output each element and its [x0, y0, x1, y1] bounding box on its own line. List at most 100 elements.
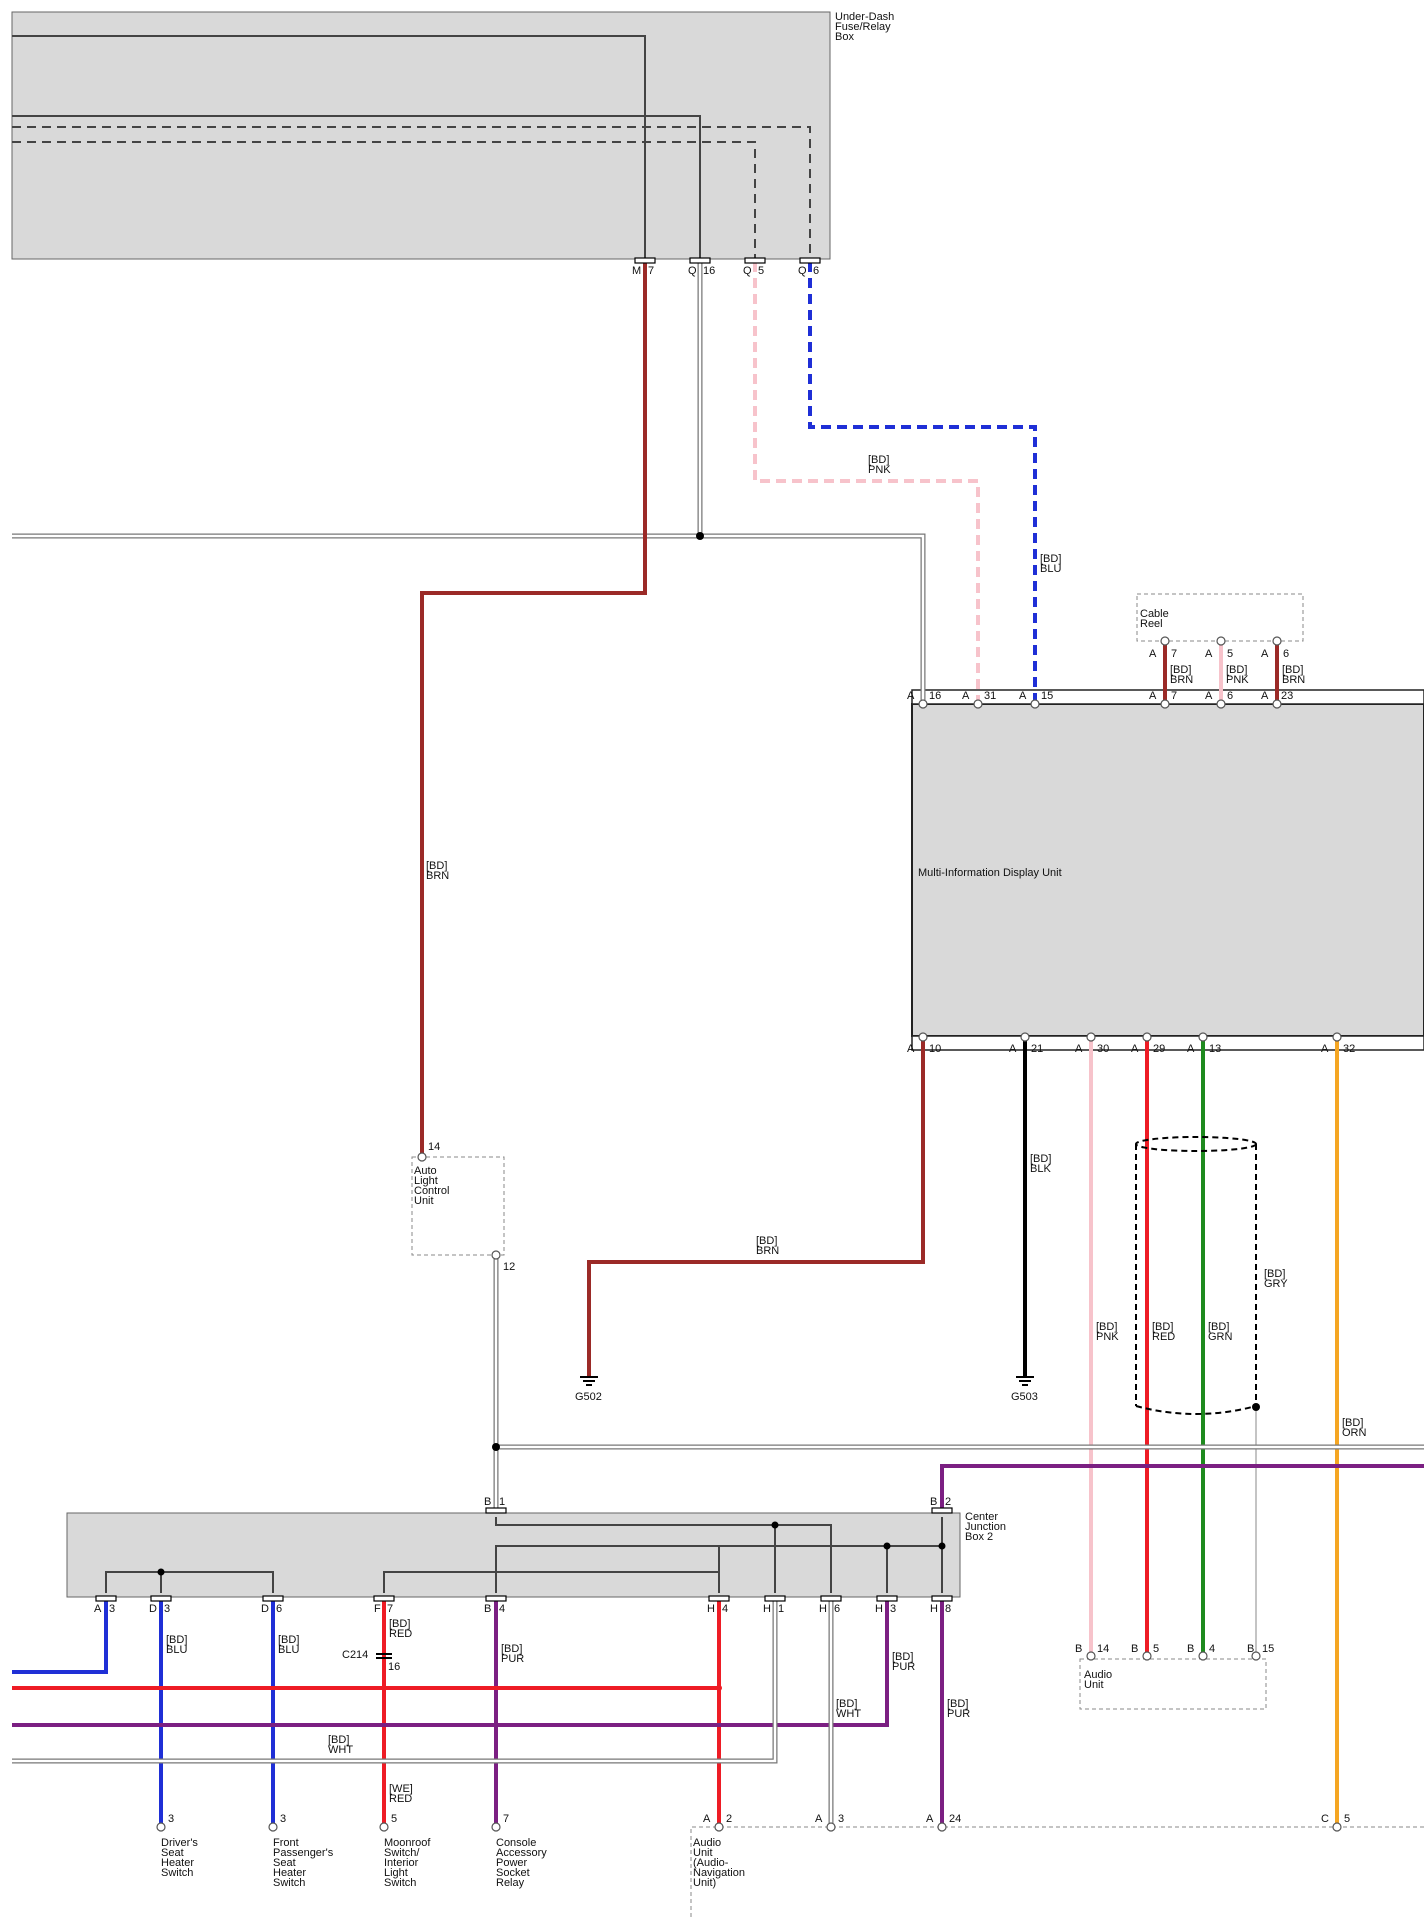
- svg-text:13: 13: [1209, 1043, 1221, 1055]
- svg-text:7: 7: [648, 265, 654, 277]
- svg-text:24: 24: [949, 1813, 961, 1825]
- svg-text:7: 7: [1171, 648, 1177, 660]
- under-dash-fuse-relay-box[interactable]: [11, 11, 831, 260]
- svg-text:4: 4: [1209, 1643, 1215, 1655]
- fusebox-internal-q5-dashed: [12, 141, 756, 259]
- svg-text:7: 7: [1171, 690, 1177, 702]
- svg-text:15: 15: [1262, 1643, 1274, 1655]
- blu-wire-a3: [12, 1597, 108, 1674]
- wire-label-jb-pur-h8: [BD]PUR: [947, 1698, 970, 1720]
- drivers-seat-label: Driver's Seat Heater Switch: [161, 1837, 201, 1879]
- audio-unit-small[interactable]: [1079, 1658, 1267, 1710]
- wht-wire-q16: [12, 259, 926, 700]
- svg-text:Q: Q: [798, 265, 807, 277]
- wire-label-cr-pnk: [BD]PNK: [1226, 664, 1249, 686]
- wire-label-orn: [BD]ORN: [1342, 1417, 1367, 1439]
- svg-text:H: H: [819, 1603, 827, 1615]
- svg-text:Q: Q: [688, 265, 697, 277]
- auto-light-control-unit[interactable]: [411, 1156, 505, 1256]
- svg-text:A: A: [926, 1813, 934, 1825]
- gry-shield: [1135, 1136, 1257, 1652]
- svg-text:16: 16: [929, 690, 941, 702]
- svg-text:23: 23: [1281, 690, 1293, 702]
- auto-light-label: Auto Light Control Unit: [414, 1165, 453, 1207]
- wire-label-we-red: [WE]RED: [389, 1783, 413, 1805]
- jb-splice-1: [771, 1521, 779, 1529]
- svg-text:3: 3: [168, 1813, 174, 1825]
- svg-text:15: 15: [1041, 690, 1053, 702]
- c214-connector: [376, 1653, 392, 1659]
- wire-label-cr-brn1: [BD]BRN: [1170, 664, 1193, 686]
- svg-text:B: B: [484, 1603, 491, 1615]
- svg-text:7: 7: [387, 1603, 393, 1615]
- ground-g503-symbol: [1016, 1376, 1034, 1386]
- svg-text:A: A: [1205, 648, 1213, 660]
- wire-label-pnk-audio: [BD]PNK: [1096, 1321, 1119, 1343]
- console-relay-label: Console Accessory Power Socket Relay: [496, 1837, 550, 1889]
- pnk-wire-q5: [753, 262, 980, 700]
- svg-text:4: 4: [499, 1603, 505, 1615]
- svg-text:3: 3: [890, 1603, 896, 1615]
- jb-splice-4: [157, 1568, 165, 1576]
- multi-information-display-unit[interactable]: [911, 703, 1424, 1037]
- pur-wire-b2: [940, 1464, 1424, 1509]
- wire-label-jb-red: [BD]RED: [389, 1618, 412, 1640]
- svg-text:5: 5: [1227, 648, 1233, 660]
- svg-text:31: 31: [984, 690, 996, 702]
- svg-text:B: B: [484, 1496, 491, 1508]
- wire-label-blk: [BD]BLK: [1030, 1153, 1051, 1175]
- svg-text:A: A: [1205, 690, 1213, 702]
- svg-text:A: A: [1261, 690, 1269, 702]
- fusebox-internal-q16: [12, 115, 701, 259]
- wht-wire-alcu-12: [493, 1255, 1424, 1513]
- svg-text:14: 14: [1097, 1643, 1109, 1655]
- svg-text:8: 8: [945, 1603, 951, 1615]
- svg-text:A: A: [815, 1813, 823, 1825]
- front-pass-seat-label: Front Passenger's Seat Heater Switch: [273, 1837, 336, 1889]
- svg-text:A: A: [703, 1813, 711, 1825]
- svg-text:29: 29: [1153, 1043, 1165, 1055]
- fusebox-internal-m7: [12, 35, 646, 259]
- svg-text:14: 14: [428, 1141, 440, 1153]
- svg-text:A: A: [907, 690, 915, 702]
- svg-text:1: 1: [499, 1496, 505, 1508]
- svg-text:B: B: [1187, 1643, 1194, 1655]
- center-junction-box-2[interactable]: [66, 1512, 961, 1598]
- svg-text:A: A: [1149, 648, 1157, 660]
- svg-text:16: 16: [388, 1661, 400, 1673]
- svg-text:3: 3: [164, 1603, 170, 1615]
- svg-text:M: M: [632, 265, 641, 277]
- blu-wire-q6: [808, 262, 1037, 700]
- wire-label-pnk-top: [BD]PNK: [868, 454, 891, 476]
- brn-wire-a10: [587, 1041, 925, 1377]
- svg-text:A: A: [1075, 1043, 1083, 1055]
- svg-text:B: B: [1247, 1643, 1254, 1655]
- audio-navigation-unit[interactable]: [690, 1826, 1424, 1918]
- wire-label-brn-g502: [BD]BRN: [756, 1235, 779, 1257]
- svg-text:6: 6: [1283, 648, 1289, 660]
- svg-text:21: 21: [1031, 1043, 1043, 1055]
- svg-text:2: 2: [945, 1496, 951, 1508]
- wire-label-grn-audio: [BD]GRN: [1208, 1321, 1233, 1343]
- pur-wire-h3: [12, 1597, 889, 1727]
- wire-label-cr-brn2: [BD]BRN: [1282, 664, 1305, 686]
- svg-text:A: A: [907, 1043, 915, 1055]
- svg-text:C: C: [1321, 1813, 1329, 1825]
- svg-text:H: H: [763, 1603, 771, 1615]
- svg-text:A: A: [1131, 1043, 1139, 1055]
- audio-unit-small-label: Audio Unit: [1084, 1669, 1115, 1691]
- svg-text:B: B: [1131, 1643, 1138, 1655]
- wht-wire-h1: [12, 1597, 778, 1764]
- splice-dot-wht: [492, 1443, 500, 1451]
- svg-text:H: H: [707, 1603, 715, 1615]
- svg-text:Q: Q: [743, 265, 752, 277]
- terminal-circles: [156, 636, 1342, 1832]
- audio-nav-label: Audio Unit (Audio- Navigation Unit): [693, 1837, 748, 1889]
- wire-label-jb-pur: [BD]PUR: [501, 1643, 524, 1665]
- svg-text:D: D: [149, 1603, 157, 1615]
- svg-text:A: A: [94, 1603, 102, 1615]
- svg-text:30: 30: [1097, 1043, 1109, 1055]
- svg-text:5: 5: [391, 1813, 397, 1825]
